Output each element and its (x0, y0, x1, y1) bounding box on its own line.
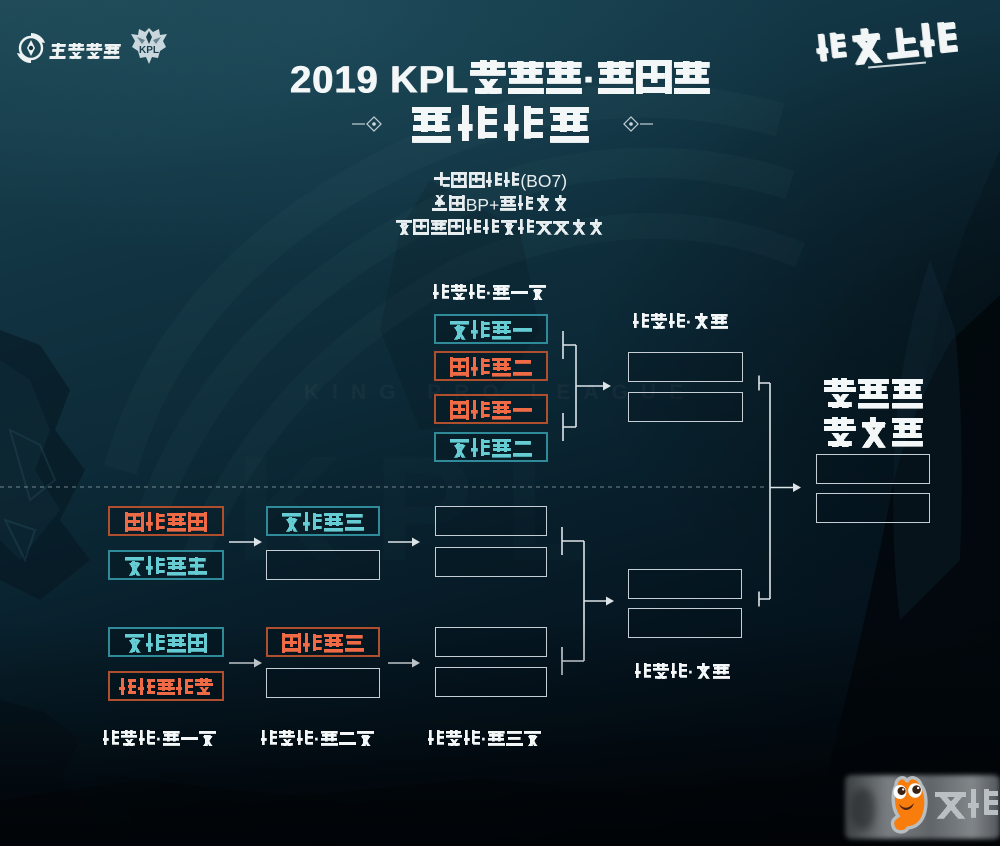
svg-text:KPL: KPL (139, 45, 159, 56)
